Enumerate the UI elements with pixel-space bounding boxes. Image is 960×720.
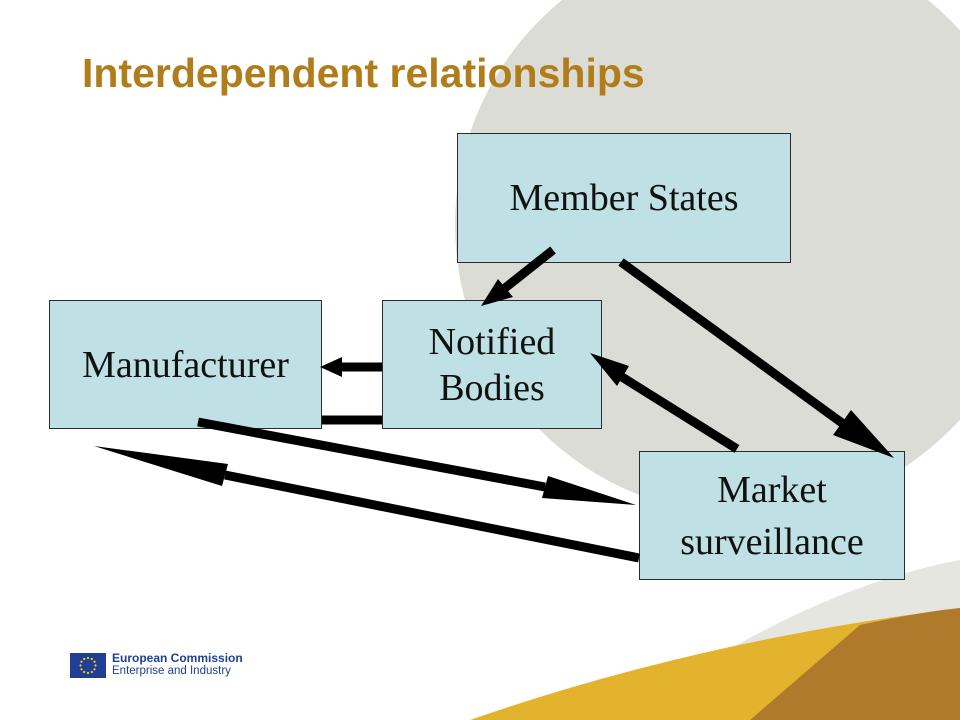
arrowhead-member-to-market (833, 410, 894, 458)
member-states-label: Member States (509, 177, 739, 219)
market-surveillance-node: Market surveillance (639, 451, 905, 580)
edge-manufacturer-to-market (197, 417, 546, 492)
arrowhead-notified-to-manufacturer (320, 357, 342, 377)
market-surveillance-label-line1: Market (717, 468, 827, 511)
notified-bodies-label-line2: Bodies (439, 366, 545, 409)
background-bronze-wave (750, 608, 960, 720)
notified-bodies-label-line1: Notified (428, 320, 556, 363)
notified-bodies-node: Notified Bodies (382, 300, 602, 429)
eu-flag-icon (70, 652, 106, 678)
edge-member-to-notified (502, 246, 556, 292)
market-surveillance-label-line2: surveillance (680, 520, 864, 563)
logo-line2: Enterprise and Industry (112, 665, 231, 677)
arrowhead-manufacturer-to-market (542, 476, 636, 505)
edge-member-to-market (618, 258, 845, 427)
arrowhead-member-to-notified (481, 279, 513, 306)
edge-market-to-manufacturer (224, 470, 640, 563)
arrowhead-market-to-notified (590, 353, 629, 386)
page-title: Interdependent relationships (82, 50, 645, 96)
manufacturer-label: Manufacturer (82, 343, 289, 386)
logo-line1: European Commission (112, 651, 243, 665)
edge-market-to-notified (619, 373, 740, 453)
european-commission-logo: European Commission Enterprise and Indus… (70, 652, 243, 678)
manufacturer-node: Manufacturer (49, 300, 322, 429)
arrowhead-market-to-manufacturer (94, 446, 228, 486)
